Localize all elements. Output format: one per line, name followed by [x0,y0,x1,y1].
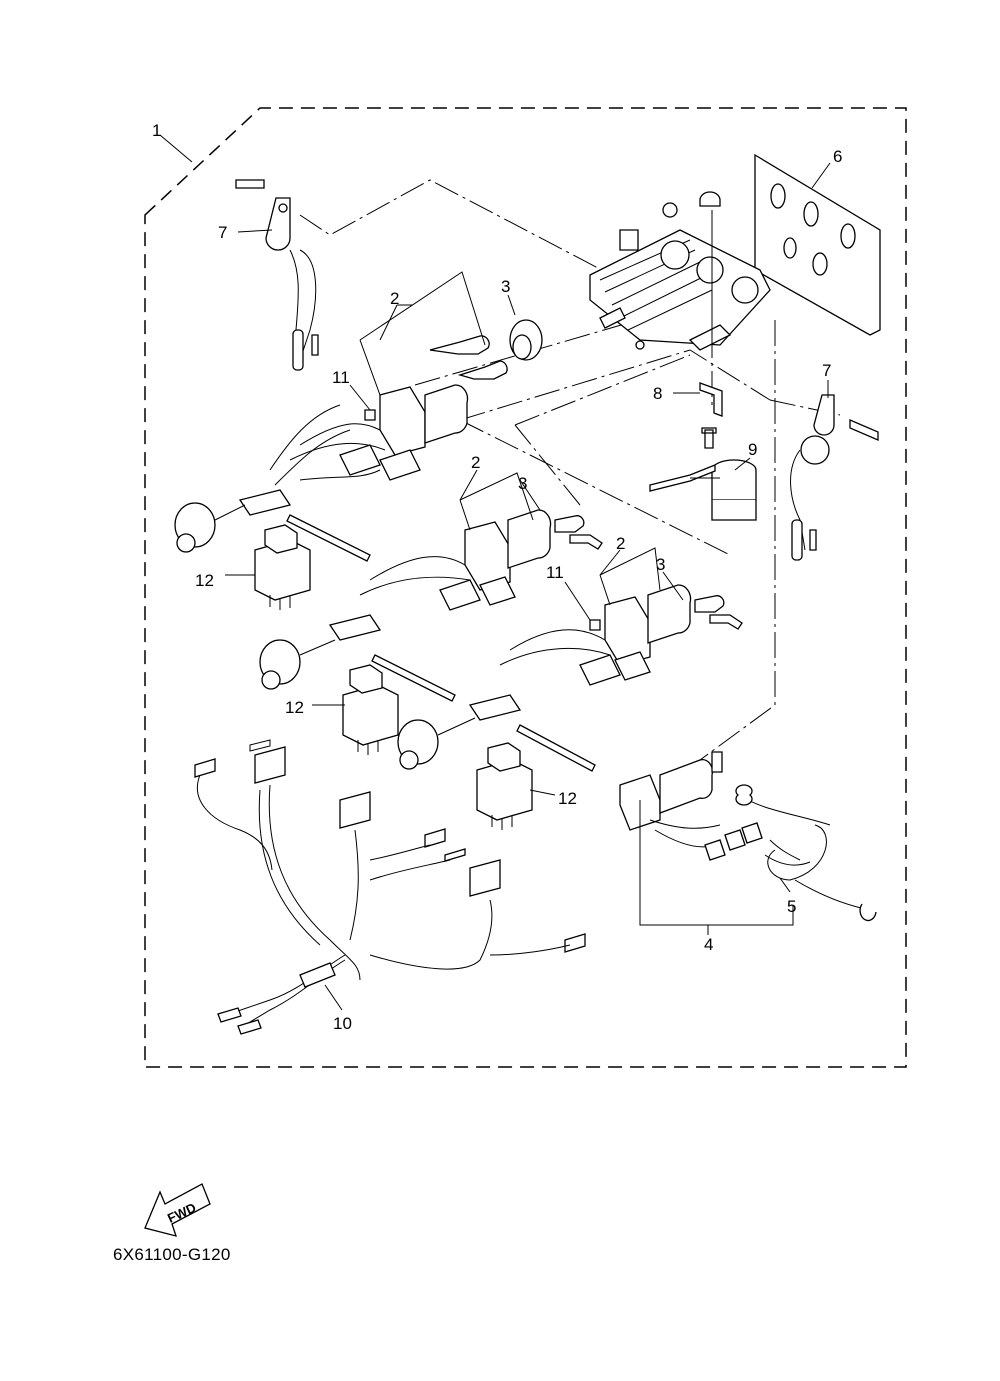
relay-1 [254,524,311,610]
clamp-right [790,394,879,561]
buzzer [649,459,757,521]
mounting-plate [754,153,881,336]
callout-2: 2 [471,453,480,472]
callout-8: 8 [653,384,662,403]
relay-2 [342,664,399,755]
callout-3: 3 [518,474,527,493]
bracket-screw [701,427,717,449]
callout-1: 1 [152,121,161,140]
assembly-lines [299,179,841,761]
callout-3: 3 [501,277,510,296]
lanyard-cord [735,784,877,922]
callout-3: 3 [656,555,665,574]
assembly-boundary [144,107,907,1068]
leader-lines [159,134,831,1011]
relay-3 [476,742,533,830]
stop-switch [619,751,763,861]
callout-12: 12 [558,789,577,808]
clamp-left [235,179,319,371]
callout-12: 12 [195,571,214,590]
cable-tie-3 [516,724,596,772]
fwd-arrow-icon: FWD [144,1183,211,1237]
callout-7: 7 [822,361,831,380]
callout-6: 6 [833,147,842,166]
switch-assembly-top [174,384,469,553]
callout-2: 2 [390,289,399,308]
switch-bracket [589,191,771,351]
callout-4: 4 [704,935,713,954]
switch-assembly-middle [259,509,603,690]
callout-9: 9 [748,440,757,459]
small-bracket [699,382,723,417]
callout-11: 11 [332,368,350,387]
callout-10: 10 [333,1014,352,1033]
callout-7: 7 [218,223,227,242]
callout-labels: 1 2 3 6 7 7 8 11 9 2 3 12 2 3 11 12 12 5… [152,121,842,1033]
key-set-top [429,319,543,380]
diagram-code: 6X61100-G120 [113,1245,231,1264]
callout-5: 5 [787,897,796,916]
callout-2: 2 [616,534,625,553]
cable-tie-2 [371,654,456,702]
switch-assembly-lower [397,584,743,770]
callout-12: 12 [285,698,304,717]
callout-11: 11 [546,563,564,582]
cable-tie-1 [286,514,371,562]
wire-harness [194,739,586,1035]
